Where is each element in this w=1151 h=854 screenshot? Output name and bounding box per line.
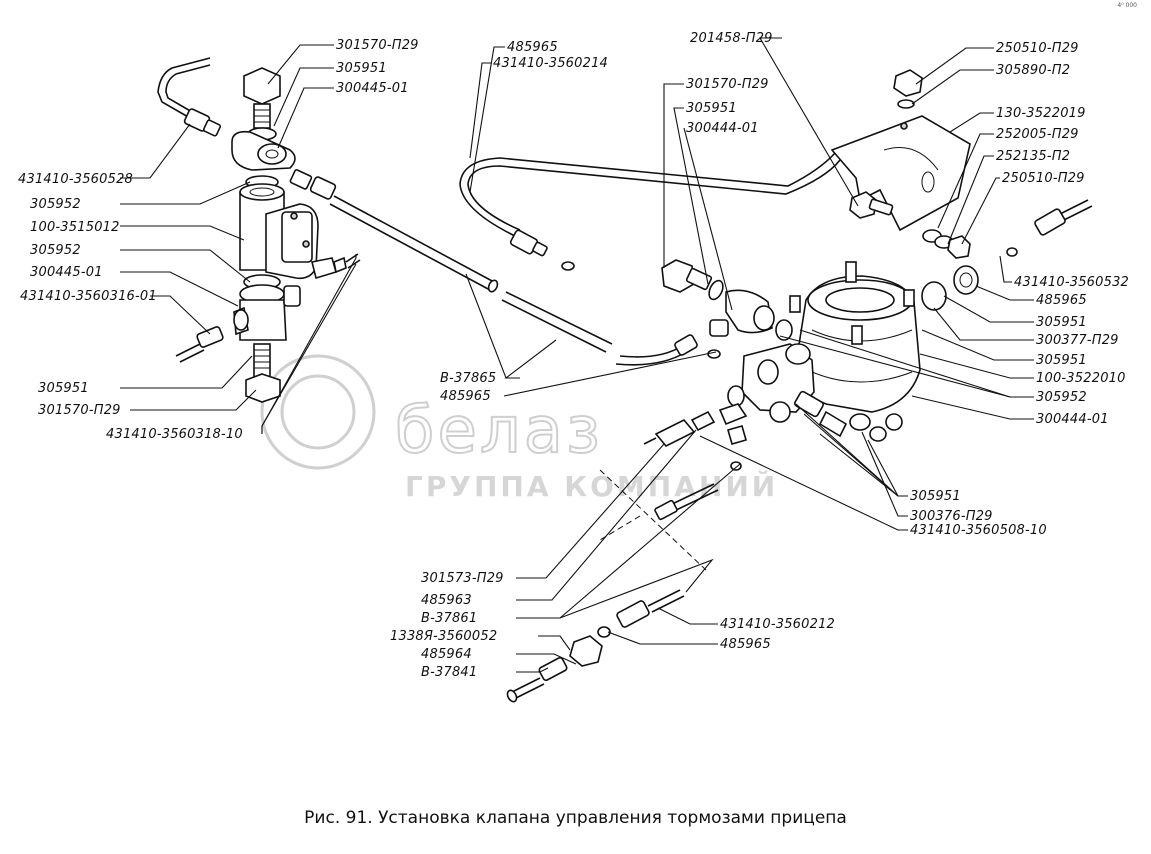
part-label: 300376-П29 bbox=[910, 509, 993, 524]
part-label: 431410-3560508-10 bbox=[910, 523, 1047, 538]
part-label: 250510-П29 bbox=[1002, 171, 1085, 186]
part-label: 301570-П29 bbox=[336, 38, 419, 53]
part-label: 305951 bbox=[1036, 353, 1087, 368]
right-valve-assembly bbox=[643, 199, 1093, 471]
part-label: 485963 bbox=[421, 593, 472, 608]
part-label: 301570-П29 bbox=[38, 403, 121, 418]
part-label: 431410-3560214 bbox=[493, 56, 608, 71]
corner-mark: 4⁰ 000 bbox=[1117, 2, 1137, 9]
watermark-logo-text: белаз bbox=[395, 394, 603, 468]
part-label: 485965 bbox=[440, 389, 491, 404]
part-label: 100-3522010 bbox=[1036, 371, 1126, 386]
part-label: 431410-3560212 bbox=[720, 617, 835, 632]
part-label: 305951 bbox=[1036, 315, 1087, 330]
part-labels: 301570-П29 305951 300445-01 431410-35605… bbox=[18, 31, 1129, 680]
middle-pipes bbox=[459, 151, 841, 366]
mounting-bracket bbox=[830, 69, 971, 259]
left-valve-assembly bbox=[157, 57, 499, 403]
part-label: 305951 bbox=[910, 489, 961, 504]
part-label: 300444-01 bbox=[1036, 412, 1109, 427]
part-label: 431410-3560316-01 bbox=[20, 289, 157, 304]
part-label: 305951 bbox=[686, 101, 737, 116]
part-label: 250510-П29 bbox=[996, 41, 1079, 56]
part-label: 300444-01 bbox=[686, 121, 759, 136]
part-label: 431410-3560528 bbox=[18, 172, 133, 187]
leader-lines bbox=[120, 37, 1034, 673]
part-label: 305952 bbox=[1036, 390, 1087, 405]
part-label: В-37861 bbox=[421, 611, 477, 626]
part-label: 305951 bbox=[336, 61, 387, 76]
part-label: 305952 bbox=[30, 243, 81, 258]
part-label: 431410-3560532 bbox=[1014, 275, 1129, 290]
part-label: 300445-01 bbox=[30, 265, 103, 280]
part-label: 485965 bbox=[1036, 293, 1087, 308]
part-label: 305952 bbox=[30, 197, 81, 212]
part-label: В-37841 bbox=[421, 665, 477, 680]
part-label: 301570-П29 bbox=[686, 77, 769, 92]
part-label: 252135-П2 bbox=[996, 149, 1070, 164]
part-label: 300445-01 bbox=[336, 81, 409, 96]
part-label: 1338Я-3560052 bbox=[390, 629, 497, 644]
figure-caption: Рис. 91. Установка клапана управления то… bbox=[304, 808, 847, 828]
part-label: 485965 bbox=[720, 637, 771, 652]
part-label: 201458-П29 bbox=[690, 31, 773, 46]
part-label: 485965 bbox=[507, 40, 558, 55]
part-label: 252005-П29 bbox=[996, 127, 1079, 142]
part-label: 300377-П29 bbox=[1036, 333, 1119, 348]
part-label: В-37865 bbox=[440, 371, 496, 386]
part-label: 100-3515012 bbox=[30, 220, 120, 235]
part-label: 301573-П29 bbox=[421, 571, 504, 586]
part-label: 431410-3560318-10 bbox=[106, 427, 243, 442]
watermark: белаз ГРУППА КОМПАНИЙ bbox=[260, 354, 778, 503]
part-label: 305951 bbox=[38, 381, 89, 396]
part-label: 485964 bbox=[421, 647, 472, 662]
part-label: 130-3522019 bbox=[996, 106, 1086, 121]
watermark-sub-text: ГРУППА КОМПАНИЙ bbox=[405, 469, 778, 503]
part-label: 305890-П2 bbox=[996, 63, 1070, 78]
lower-hose-assembly bbox=[506, 483, 719, 703]
